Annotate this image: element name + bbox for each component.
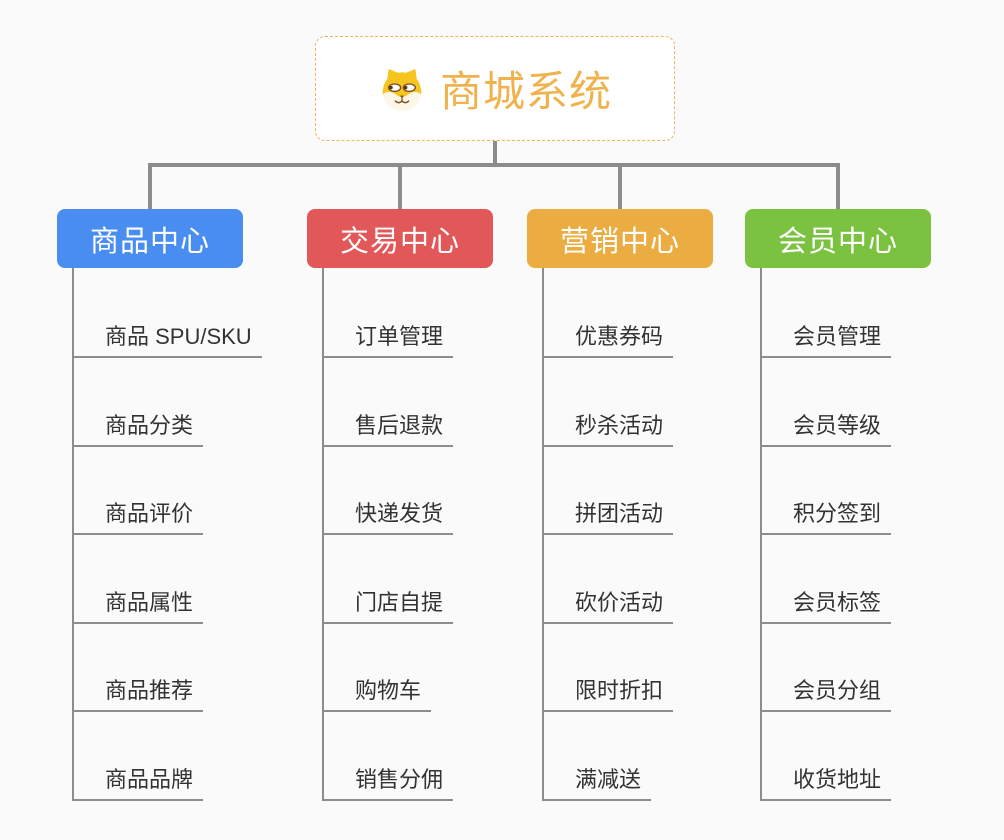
root-topic[interactable]: 商城系统 — [315, 36, 675, 141]
sub-topic[interactable]: 会员标签 — [760, 584, 892, 624]
connector-branch-drop — [836, 163, 840, 209]
sub-topic-label: 会员管理 — [793, 324, 882, 349]
branch-topic-1[interactable]: 商品中心 — [57, 209, 243, 268]
branch-topic-label: 交易中心 — [339, 225, 460, 258]
sub-topic[interactable]: 积分签到 — [760, 495, 892, 535]
sub-topic[interactable]: 限时折扣 — [542, 672, 674, 712]
root-topic-label: 商城系统 — [439, 68, 612, 115]
sub-topic-label: 收货地址 — [793, 767, 882, 792]
sub-topic-label: 购物车 — [355, 678, 422, 703]
sub-topic[interactable]: 订单管理 — [322, 318, 454, 358]
sub-topic[interactable]: 售后退款 — [322, 407, 454, 447]
sub-topic-label: 商品分类 — [105, 413, 194, 438]
branch-topic-label: 营销中心 — [559, 225, 680, 258]
sub-topic[interactable]: 商品品牌 — [72, 761, 204, 801]
sub-topic[interactable]: 门店自提 — [322, 584, 454, 624]
sub-topic[interactable]: 商品属性 — [72, 584, 204, 624]
sub-topic-label: 快递发货 — [355, 501, 444, 526]
sub-topic-label: 满减送 — [575, 767, 642, 792]
branch-topic-2[interactable]: 交易中心 — [307, 209, 493, 268]
sub-topic-label: 商品 SPU/SKU — [105, 324, 252, 349]
sub-topic[interactable]: 会员分组 — [760, 672, 892, 712]
connector-root-stub — [493, 141, 497, 167]
connector-branch-drop — [618, 163, 622, 209]
connector-branch-drop — [148, 163, 152, 209]
sub-topic[interactable]: 会员等级 — [760, 407, 892, 447]
sub-topic-label: 优惠券码 — [575, 324, 664, 349]
sub-topic-label: 订单管理 — [355, 324, 444, 349]
sub-topic-label: 会员分组 — [793, 678, 882, 703]
connector-bus — [148, 163, 840, 167]
sub-topic[interactable]: 满减送 — [542, 761, 652, 801]
sub-topic-label: 秒杀活动 — [575, 413, 664, 438]
sub-topic[interactable]: 购物车 — [322, 672, 432, 712]
sub-topic[interactable]: 商品分类 — [72, 407, 204, 447]
sub-topic-label: 拼团活动 — [575, 501, 664, 526]
sub-topic[interactable]: 商品评价 — [72, 495, 204, 535]
sub-topic[interactable]: 会员管理 — [760, 318, 892, 358]
sub-topic[interactable]: 快递发货 — [322, 495, 454, 535]
sub-topic-label: 售后退款 — [355, 413, 444, 438]
sub-topic-label: 商品品牌 — [105, 767, 194, 792]
sub-topic[interactable]: 拼团活动 — [542, 495, 674, 535]
branch-topic-4[interactable]: 会员中心 — [745, 209, 931, 268]
sub-topic[interactable]: 砍价活动 — [542, 584, 674, 624]
sub-topic-label: 门店自提 — [355, 590, 444, 615]
branch-topic-3[interactable]: 营销中心 — [527, 209, 713, 268]
sub-topic-label: 限时折扣 — [575, 678, 664, 703]
branch-topic-label: 商品中心 — [89, 225, 210, 258]
sub-topic[interactable]: 销售分佣 — [322, 761, 454, 801]
sub-topic-label: 会员标签 — [793, 590, 882, 615]
sub-topic[interactable]: 商品推荐 — [72, 672, 204, 712]
sub-topic-label: 会员等级 — [793, 413, 882, 438]
sub-topic[interactable]: 商品 SPU/SKU — [72, 318, 262, 358]
sub-topic[interactable]: 优惠券码 — [542, 318, 674, 358]
sub-topic[interactable]: 秒杀活动 — [542, 407, 674, 447]
branch-topic-label: 会员中心 — [777, 225, 898, 258]
sub-topic-label: 销售分佣 — [355, 767, 444, 792]
sub-topic-label: 商品评价 — [105, 501, 194, 526]
sub-topic-label: 商品推荐 — [105, 678, 194, 703]
dog-face-icon — [378, 65, 426, 113]
sub-topic-label: 积分签到 — [793, 501, 882, 526]
connector-branch-drop — [398, 163, 402, 209]
sub-topic-label: 商品属性 — [105, 590, 194, 615]
sub-topic[interactable]: 收货地址 — [760, 761, 892, 801]
sub-topic-label: 砍价活动 — [575, 590, 664, 615]
